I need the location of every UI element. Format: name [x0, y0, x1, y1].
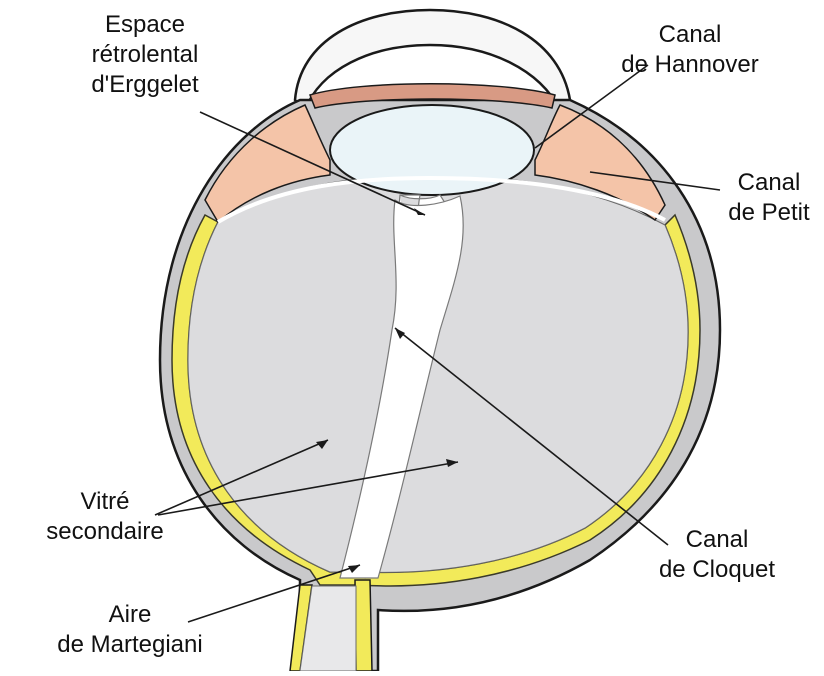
- label-vitre-line2: secondaire: [20, 517, 190, 547]
- label-hannover-line2: de Hannover: [605, 50, 775, 80]
- label-cloquet-line2: de Cloquet: [632, 555, 802, 585]
- label-petit-line1: Canal: [714, 168, 824, 198]
- label-canal-petit: Canal de Petit: [714, 168, 824, 228]
- label-cloquet-line1: Canal: [632, 525, 802, 555]
- label-vitre-line1: Vitré: [20, 487, 190, 517]
- label-canal-cloquet: Canal de Cloquet: [632, 525, 802, 585]
- label-vitre-secondaire: Vitré secondaire: [20, 487, 190, 547]
- label-espace-retrolental: Espace rétrolental d'Erggelet: [60, 10, 230, 100]
- label-aire-martegiani: Aire de Martegiani: [40, 600, 220, 660]
- optic-nerve-right: [355, 580, 372, 671]
- label-martegiani-line2: de Martegiani: [40, 630, 220, 660]
- label-martegiani-line1: Aire: [40, 600, 220, 630]
- label-espace-line3: d'Erggelet: [60, 70, 230, 100]
- label-hannover-line1: Canal: [605, 20, 775, 50]
- label-canal-hannover: Canal de Hannover: [605, 20, 775, 80]
- label-espace-line2: rétrolental: [60, 40, 230, 70]
- label-espace-line1: Espace: [60, 10, 230, 40]
- label-petit-line2: de Petit: [714, 198, 824, 228]
